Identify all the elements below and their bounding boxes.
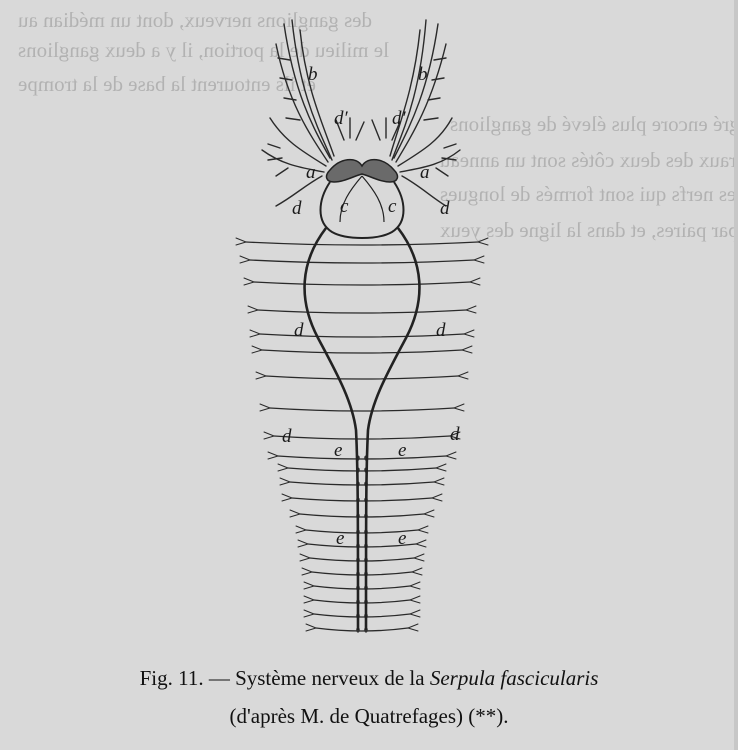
nerve-fork xyxy=(252,346,472,353)
nerve-fork xyxy=(264,432,460,439)
label-c-left: c xyxy=(340,196,349,217)
figure-caption-line-2: (d'après M. de Quatrefages) (**). xyxy=(0,704,738,729)
transverse-nerve xyxy=(274,436,450,439)
nerve-fork xyxy=(244,278,480,285)
caption-species: Serpula fascicularis xyxy=(430,666,599,690)
transverse-nerve xyxy=(300,514,424,517)
transverse-nerve xyxy=(262,350,462,353)
nerve-fork xyxy=(278,464,446,471)
label-d-prime-right: d′ xyxy=(392,108,407,129)
transverse-nerve xyxy=(246,242,478,245)
label-d-upper-left: d xyxy=(292,198,302,219)
nerve-fork xyxy=(260,404,464,411)
label-e-upper-right: e xyxy=(398,440,406,461)
nerve-fork xyxy=(290,510,434,517)
label-d-lower-right: d xyxy=(450,424,460,445)
nervous-system-drawing: b b d′ d′ a a c c d d d d d d e e e e xyxy=(0,0,738,660)
transverse-nerve xyxy=(260,334,464,337)
label-c-right: c xyxy=(388,196,397,217)
label-a-right: a xyxy=(420,162,430,183)
label-a-left: a xyxy=(306,162,316,183)
nerve-fork xyxy=(304,610,420,617)
label-e-lower-right: e xyxy=(398,528,406,549)
label-d-mid-left: d xyxy=(294,320,304,341)
transverse-nerve xyxy=(250,260,474,263)
nerve-fork xyxy=(304,596,420,603)
nerve-fork xyxy=(248,306,476,313)
transverse-nerve xyxy=(310,558,414,561)
label-d-upper-right: d xyxy=(440,198,450,219)
nerve-fork xyxy=(306,624,418,631)
nerve-fork xyxy=(300,554,424,561)
nerve-fork xyxy=(236,238,488,245)
page-edge xyxy=(734,0,738,750)
nerve-fork xyxy=(280,478,444,485)
nerve-fork xyxy=(282,494,442,501)
label-d-prime-left: d′ xyxy=(334,108,349,129)
nerve-fork xyxy=(296,526,428,533)
transverse-nerve xyxy=(278,456,446,459)
transverse-nerve xyxy=(314,586,410,589)
transverse-nerve xyxy=(292,498,432,501)
transverse-nerve xyxy=(316,628,408,631)
transverse-nerve xyxy=(290,482,434,485)
transverse-nerve xyxy=(270,408,454,411)
transverse-nerve xyxy=(258,310,466,313)
nerve-fork xyxy=(256,372,468,379)
label-b-right: b xyxy=(418,64,428,85)
transverse-nerve xyxy=(312,572,412,575)
transverse-nerve xyxy=(254,282,470,285)
figure-caption-line-1: Fig. 11. — Système nerveux de la Serpula… xyxy=(0,666,738,691)
nervous-system-figure: b b d′ d′ a a c c d d d d d d e e e e xyxy=(0,0,738,660)
label-b-left: b xyxy=(308,64,318,85)
transverse-nerve xyxy=(288,468,436,471)
label-d-mid-right: d xyxy=(436,320,446,341)
transverse-nerve xyxy=(266,376,458,379)
label-e-upper-left: e xyxy=(334,440,342,461)
transverse-nerve xyxy=(314,600,410,603)
nerve-fork xyxy=(240,256,484,263)
transverse-nerve xyxy=(314,614,410,617)
nerve-fork xyxy=(268,452,456,459)
nerve-fork xyxy=(298,540,426,547)
label-e-lower-left: e xyxy=(336,528,344,549)
caption-prefix: Fig. 11. — Système nerveux de la xyxy=(140,666,430,690)
label-d-lower-left: d xyxy=(282,426,292,447)
nerve-fork xyxy=(304,582,420,589)
nerve-fork xyxy=(302,568,422,575)
